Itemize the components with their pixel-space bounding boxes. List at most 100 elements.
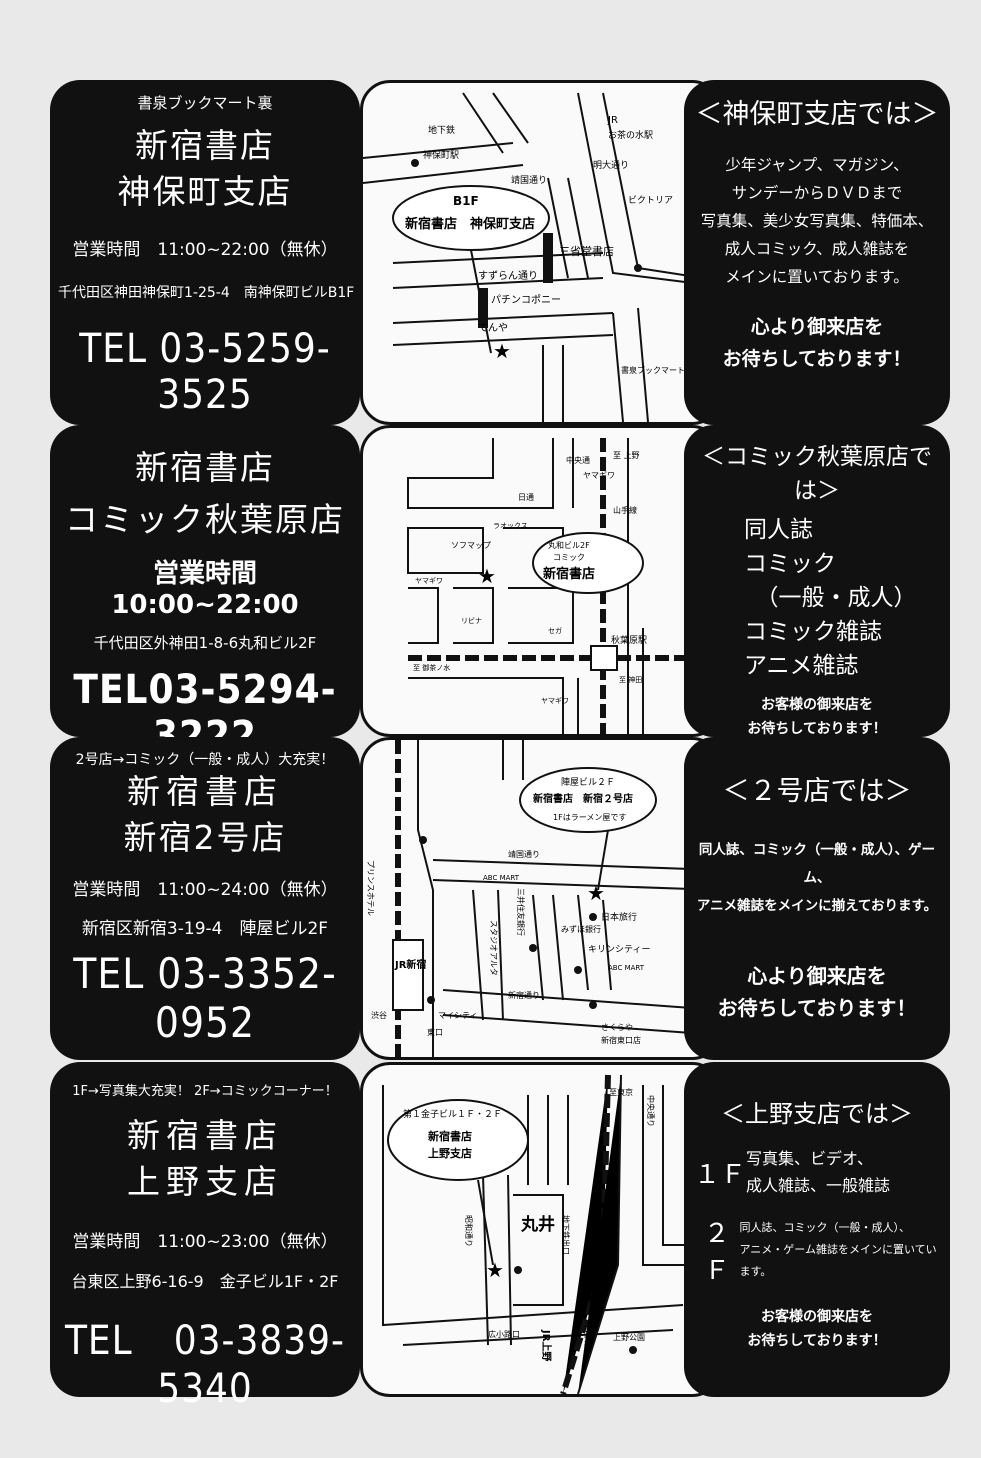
- map-label: 1Fはラーメン屋です: [553, 813, 626, 822]
- map-label: 書泉ブックマート: [621, 365, 685, 375]
- map-label: キリンシティー: [588, 944, 650, 955]
- info-item-list: 同人誌 コミック （一般・成人） コミック雑誌 アニメ雑誌: [744, 513, 940, 683]
- closing-line: お待ちしております！: [717, 996, 917, 1020]
- store-hours: 営業時間 11:00~24:00（無休）: [72, 880, 338, 900]
- store-address: 千代田区神田神保町1-25-4 南神保町ビルB1F: [58, 285, 355, 301]
- map-ueno: ★ 第１金子ビル１Ｆ・２Ｆ 新宿書店 上野支店 至東京 中央通り 昭和通り 丸井…: [360, 1062, 722, 1397]
- store-tel: TEL 03-3352-0952: [73, 949, 337, 1047]
- info-card-akihabara: ＜コミック秋葉原店では＞ 同人誌 コミック （一般・成人） コミック雑誌 アニメ…: [684, 425, 950, 737]
- map-label: すずらん通り: [478, 270, 538, 282]
- closing-line: 心より御来店を: [750, 316, 884, 338]
- map-label: JR新宿: [394, 958, 426, 971]
- store-tel: TEL 03-5259-3525: [79, 326, 331, 418]
- map-label: 日本通: [583, 1325, 593, 1349]
- map-label: セガ: [548, 626, 562, 635]
- store-row-ueno: 1F→写真集大充実！ 2F→コミックコーナー！ 新宿書店 上野支店 営業時間 1…: [50, 1062, 950, 1412]
- store-card-ueno: 1F→写真集大充実！ 2F→コミックコーナー！ 新宿書店 上野支店 営業時間 1…: [50, 1062, 360, 1412]
- info-card-jimbocho: ＜神保町支店では＞ 少年ジャンプ、マガジン、 サンデーからＤＶＤまで 写真集、美…: [684, 80, 950, 425]
- store-name-line2: コミック秋葉原店: [65, 500, 345, 539]
- map-label: リビナ: [461, 616, 482, 625]
- map-label: JR: [607, 115, 618, 126]
- map-label: 渋谷: [371, 1010, 387, 1020]
- map-label: プリンスホテル: [366, 860, 375, 916]
- closing-line: お待ちしております！: [722, 348, 912, 370]
- map-label: 地下鉄: [428, 124, 455, 136]
- map-label: 地下鉄出口: [561, 1215, 571, 1255]
- store-name-line2: 上野支店: [127, 1162, 283, 1201]
- map-label: 新宿通り: [508, 990, 540, 1000]
- store-hours: 営業時間 11:00~22:00（無休）: [72, 240, 338, 260]
- map-label: 丸和ビル2F: [548, 540, 590, 550]
- floor-label: ２Ｆ: [703, 1219, 730, 1286]
- floor-line: 同人誌、コミック（一般・成人）、: [739, 1221, 911, 1234]
- store-star-icon: ★: [478, 564, 496, 588]
- store-name-line1: 新宿書店: [127, 772, 283, 811]
- store-card-akihabara: 新宿書店 コミック秋葉原店 営業時間 10:00~22:00 千代田区外神田1-…: [50, 425, 360, 759]
- store-name-line1: 新宿書店: [135, 126, 275, 165]
- info-body: 少年ジャンプ、マガジン、 サンデーからＤＶＤまで 写真集、美少女写真集、特価本、…: [694, 151, 940, 291]
- store-row-akihabara: 新宿書店 コミック秋葉原店 営業時間 10:00~22:00 千代田区外神田1-…: [50, 425, 950, 759]
- map-label: みずほ銀行: [561, 924, 601, 934]
- store-address: 千代田区外神田1-8-6丸和ビル2F: [93, 634, 317, 652]
- map-akihabara: ★ 中央通 日通 山手線 至 上野 ヤマギワ ソフマップ ラオックス 丸和ビル2…: [360, 425, 722, 737]
- map-label: 第１金子ビル１Ｆ・２Ｆ: [403, 1108, 502, 1120]
- map-ueno-svg: ★ 第１金子ビル１Ｆ・２Ｆ 新宿書店 上野支店 至東京 中央通り 昭和通り 丸井…: [382, 1074, 703, 1395]
- map-label: 新宿書店 新宿２号店: [533, 792, 633, 805]
- map-label: 至 上野: [613, 451, 640, 460]
- closing-line: お待ちしております！: [747, 721, 887, 737]
- map-label: 三省堂書店: [559, 244, 614, 258]
- store-hours: 営業時間 10:00~22:00: [111, 559, 299, 620]
- map-label: ソフマップ: [451, 541, 491, 550]
- info-card-shinjuku2: ＜２号店では＞ 同人誌、コミック（一般・成人）、ゲーム、 アニメ雑誌をメインに揃…: [684, 737, 950, 1060]
- map-label: 神保町駅: [423, 149, 459, 161]
- map-label: JR上野: [540, 1329, 553, 1361]
- map-label: てんや: [478, 322, 508, 334]
- map-label: ビクトリア: [628, 195, 673, 206]
- store-card-shinjuku2: 2号店→コミック（一般・成人）大充実！ 新宿書店 新宿2号店 営業時間 11:0…: [50, 737, 360, 1060]
- info-title: ＜コミック秋葉原店では＞: [702, 444, 932, 504]
- info-line: 成人コミック、成人雑誌を: [724, 240, 910, 258]
- store-row-shinjuku2: 2号店→コミック（一般・成人）大充実！ 新宿書店 新宿2号店 営業時間 11:0…: [50, 737, 950, 1060]
- map-label: 昭和通り: [464, 1215, 474, 1247]
- map-label: 新宿書店: [543, 566, 595, 582]
- closing-line: お客様の御来店を: [761, 697, 873, 713]
- store-star-icon: ★: [587, 881, 605, 905]
- closing-line: お待ちしております！: [747, 1333, 887, 1349]
- map-label: ABC MART: [608, 964, 645, 972]
- store-row-jimbocho: 書泉ブックマート裏 新宿書店 神保町支店 営業時間 11:00~22:00（無休…: [50, 80, 950, 425]
- store-tel: TEL 03-3839-5340: [64, 1318, 346, 1412]
- map-label: ラオックス: [493, 522, 528, 530]
- map-label: 丸井: [520, 1214, 555, 1235]
- info-card-ueno: ＜上野支店では＞ １Ｆ 写真集、ビデオ、 成人雑誌、一般雑誌 ２Ｆ 同人誌、コミ…: [684, 1062, 950, 1397]
- list-item: アニメ雑誌: [744, 653, 859, 679]
- store-tagline: 書泉ブックマート裏: [137, 94, 273, 112]
- map-label: B1F: [453, 194, 479, 208]
- map-label: パチンコポニー: [491, 294, 561, 306]
- map-shinjuku2-svg: ★ 陣屋ビル２Ｆ 新宿書店 新宿２号店 1Fはラーメン屋です プリンスホテル 靖…: [366, 740, 720, 1057]
- map-label: 陣屋ビル２Ｆ: [561, 776, 615, 788]
- store-name-line2: 新宿2号店: [123, 818, 287, 857]
- map-label: ヤマギワ: [583, 471, 615, 480]
- map-label: 山手線: [613, 505, 637, 515]
- map-label: マイシティ: [438, 1011, 478, 1020]
- store-tel: TEL03-5294-3222: [73, 667, 337, 759]
- map-label: 靖国通り: [508, 849, 540, 859]
- info-body: 同人誌、コミック（一般・成人）、ゲーム、 アニメ雑誌をメインに揃えております。: [694, 836, 940, 920]
- store-tagline: 2号店→コミック（一般・成人）大充実！: [75, 752, 335, 768]
- map-label: 日本旅行: [601, 911, 637, 923]
- map-jimbocho-svg: ★ 地下鉄 神保町駅 B1F 新宿書店 神保町支店 靖国通り JR お茶の水駅 …: [362, 92, 704, 423]
- map-label: コミック: [553, 553, 585, 562]
- map-label: 靖国通り: [511, 174, 547, 186]
- list-item: （一般・成人）: [744, 585, 917, 611]
- floor-text: 写真集、ビデオ、 成人雑誌、一般雑誌: [746, 1145, 890, 1199]
- info-line: 写真集、美少女写真集、特価本、: [700, 212, 934, 230]
- store-star-icon: ★: [493, 339, 511, 363]
- floor-text: 同人誌、コミック（一般・成人）、 アニメ・ゲーム雑誌をメインに置いています。: [740, 1217, 940, 1283]
- map-label: 中央通: [566, 455, 590, 465]
- store-address: 新宿区新宿3-19-4 陣屋ビル2F: [81, 919, 329, 939]
- info-line: アニメ雑誌をメインに揃えております。: [696, 898, 938, 914]
- store-name-line1: 新宿書店: [127, 1116, 283, 1155]
- map-label: お茶の水駅: [608, 129, 653, 141]
- map-label: ABC MART: [483, 874, 520, 882]
- floor-2: ２Ｆ 同人誌、コミック（一般・成人）、 アニメ・ゲーム雑誌をメインに置いています…: [694, 1213, 940, 1287]
